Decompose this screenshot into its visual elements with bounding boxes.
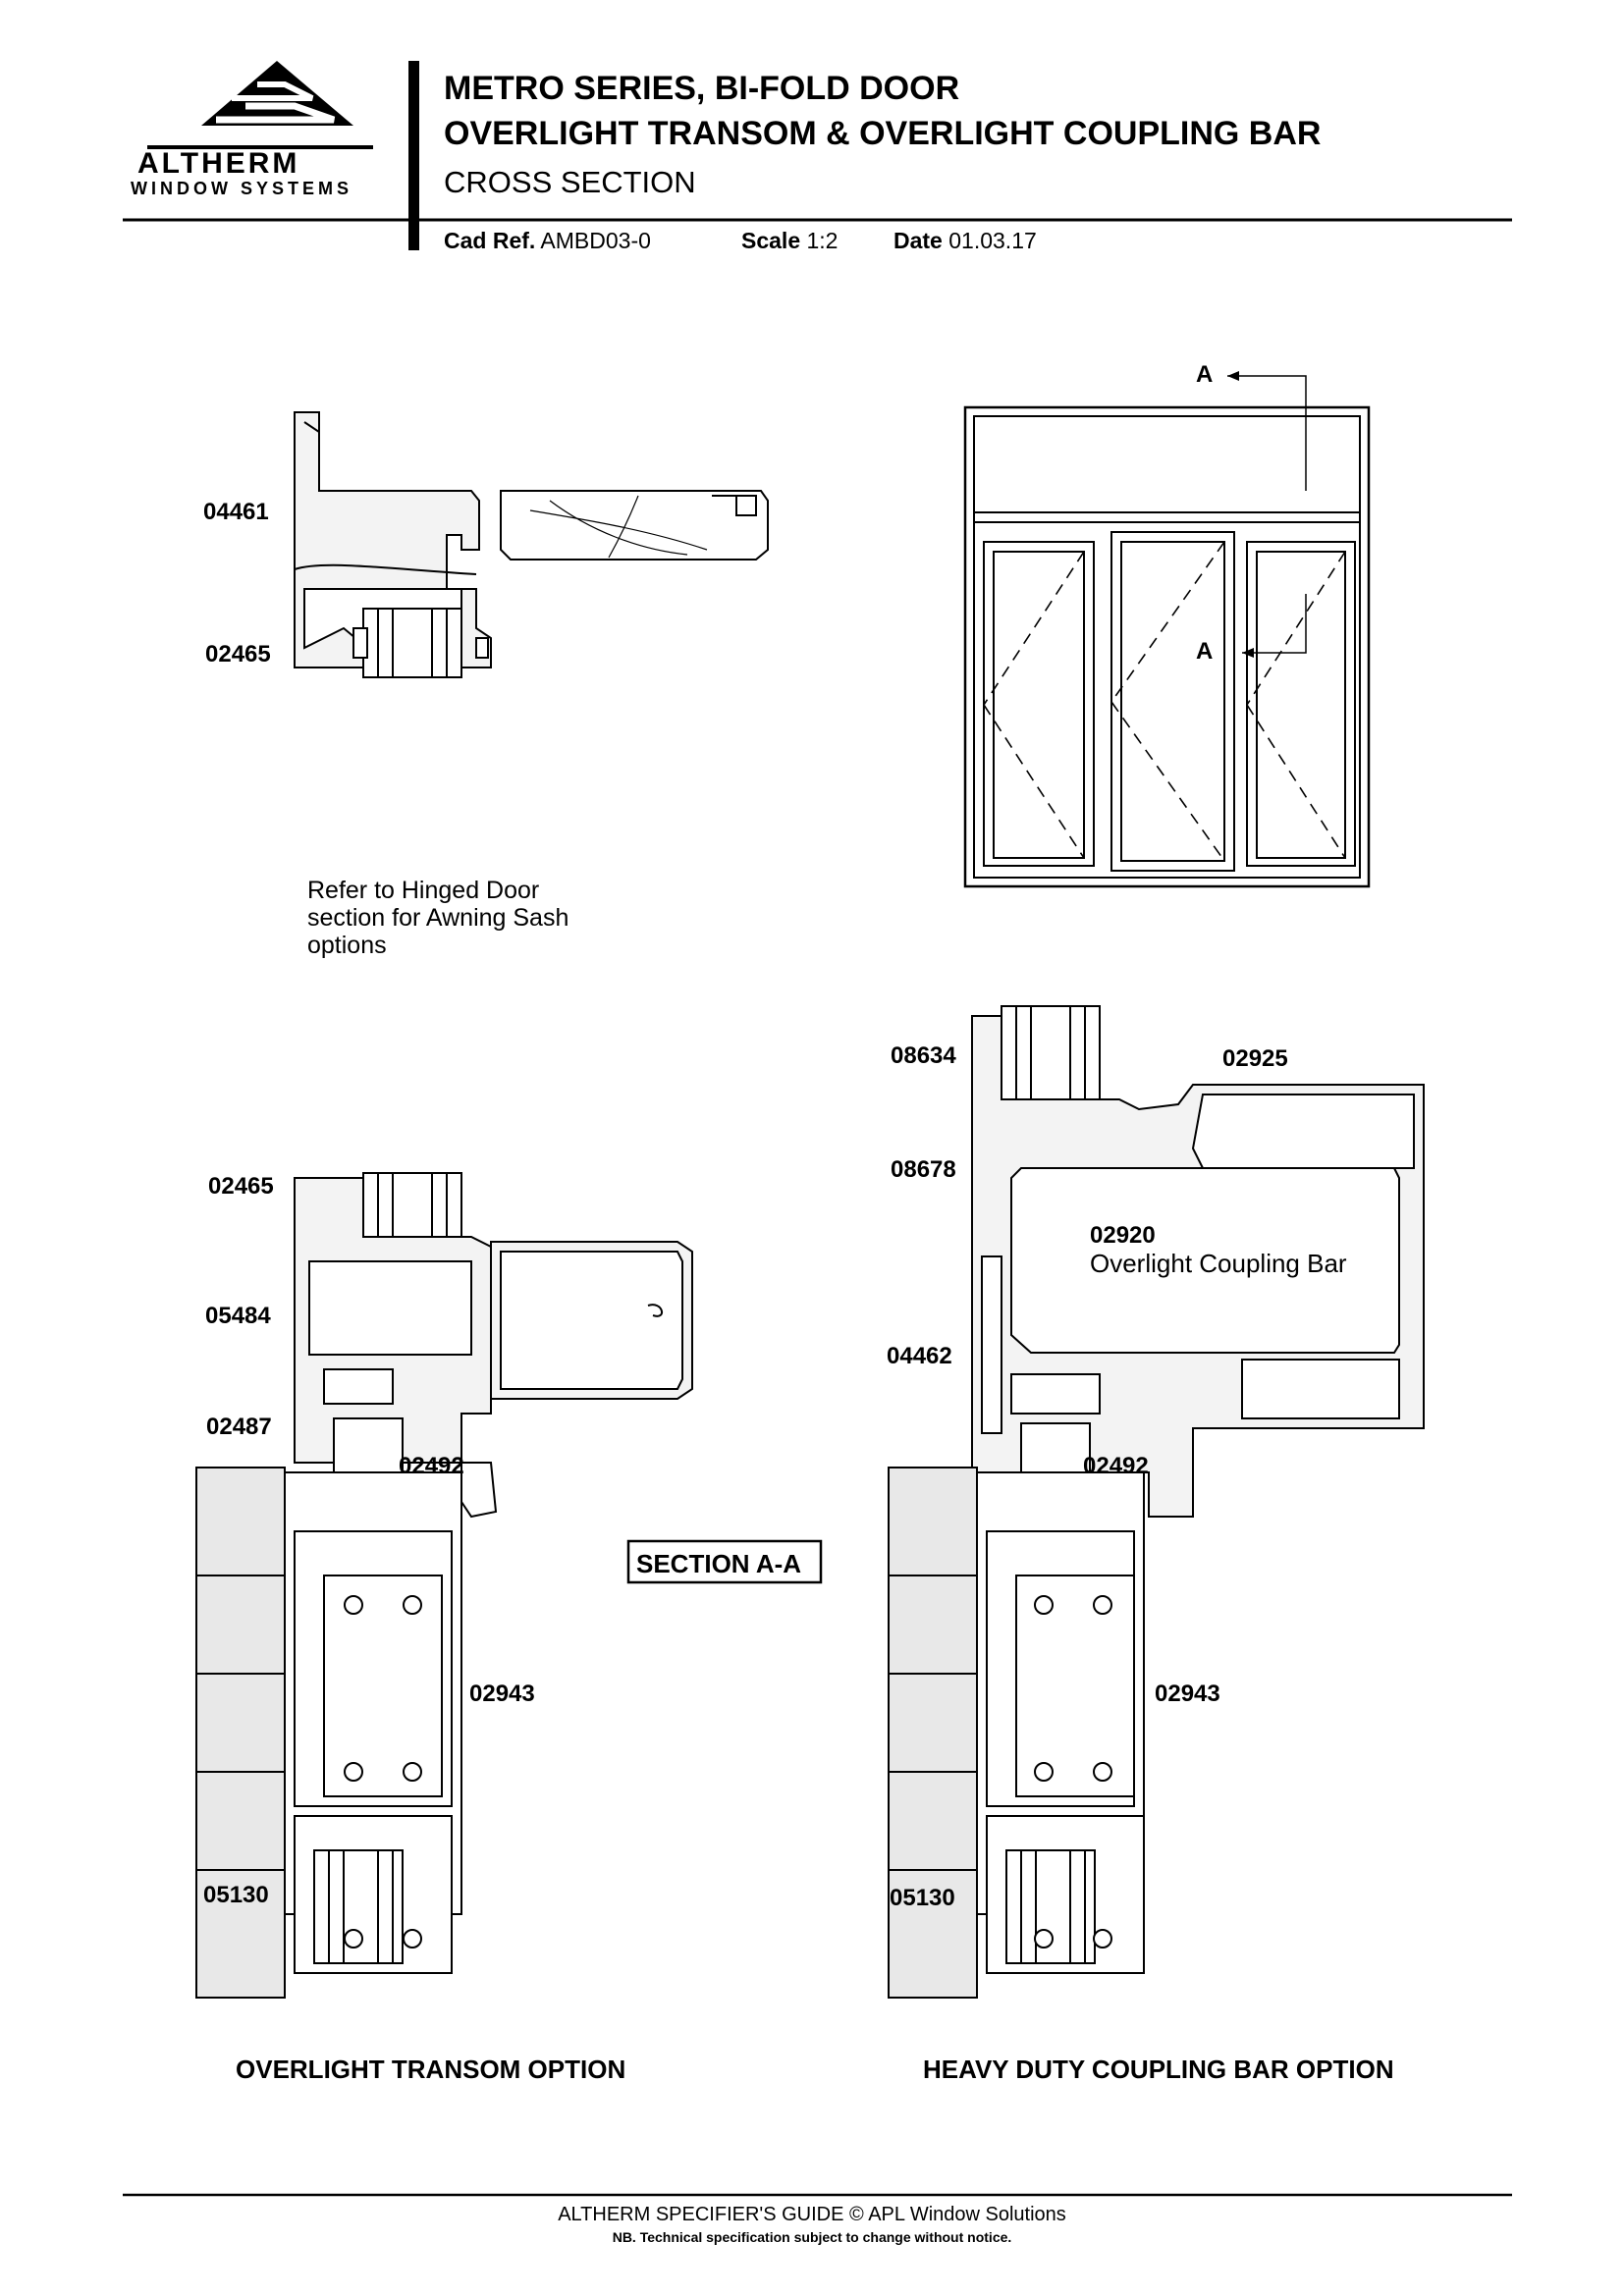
transom-option-drawing bbox=[195, 1172, 693, 1999]
header-vertical-bar bbox=[408, 61, 419, 250]
footer-guide: ALTHERM SPECIFIER'S GUIDE © APL Window S… bbox=[558, 2204, 1066, 2225]
altherm-logo-mark bbox=[147, 61, 373, 149]
part-label: 04462 bbox=[887, 1343, 952, 1369]
scale-value: 1:2 bbox=[806, 228, 839, 253]
part-label: 05130 bbox=[890, 1885, 955, 1911]
cad-ref-value: AMBD03-0 bbox=[540, 228, 651, 253]
logo-tagline: WINDOW SYSTEMS bbox=[131, 179, 352, 198]
door-elevation-drawing bbox=[963, 371, 1371, 888]
head-section-drawing bbox=[294, 411, 769, 678]
note-line: options bbox=[307, 932, 387, 959]
part-label: 08634 bbox=[891, 1042, 956, 1069]
title-line-2: OVERLIGHT TRANSOM & OVERLIGHT COUPLING B… bbox=[444, 115, 1322, 152]
date-value: 01.03.17 bbox=[948, 228, 1037, 253]
part-label: 05130 bbox=[203, 1882, 269, 1908]
cad-ref-label: Cad Ref. bbox=[444, 228, 536, 253]
part-label: 02465 bbox=[208, 1173, 274, 1200]
scale-label: Scale bbox=[741, 228, 801, 253]
part-label: 02487 bbox=[206, 1414, 272, 1440]
part-label: 08678 bbox=[891, 1156, 956, 1183]
note-line: Refer to Hinged Door bbox=[307, 877, 540, 904]
date-label: Date bbox=[893, 228, 943, 253]
section-marker-top: A bbox=[1196, 361, 1214, 388]
part-label: 02920 bbox=[1090, 1222, 1156, 1249]
subtitle: CROSS SECTION bbox=[444, 165, 696, 199]
footer-disclaimer: NB. Technical specification subject to c… bbox=[612, 2229, 1012, 2245]
scale: Scale 1:2 bbox=[741, 228, 838, 254]
date: Date 01.03.17 bbox=[893, 228, 1037, 254]
coupling-bar-name: Overlight Coupling Bar bbox=[1090, 1249, 1347, 1278]
part-label: 02492 bbox=[399, 1453, 464, 1479]
part-label: 05484 bbox=[205, 1303, 271, 1329]
part-label: 02943 bbox=[1155, 1681, 1220, 1707]
note-line: section for Awning Sash bbox=[307, 904, 569, 932]
coupling-option-caption: HEAVY DUTY COUPLING BAR OPTION bbox=[923, 2055, 1394, 2084]
part-label: 02465 bbox=[205, 641, 271, 667]
cad-ref: Cad Ref. AMBD03-0 bbox=[444, 228, 651, 254]
transom-option-caption: OVERLIGHT TRANSOM OPTION bbox=[236, 2055, 626, 2084]
logo-brand: ALTHERM bbox=[137, 147, 300, 180]
section-marker-bottom: A bbox=[1196, 638, 1214, 665]
part-label: 04461 bbox=[203, 499, 269, 525]
section-a-a-label: SECTION A-A bbox=[636, 1549, 802, 1578]
part-label: 02492 bbox=[1083, 1453, 1149, 1479]
part-label: 02925 bbox=[1222, 1045, 1288, 1072]
section-label-box bbox=[626, 1539, 823, 1584]
part-label: 02943 bbox=[469, 1681, 535, 1707]
coupling-bar-option-drawing bbox=[888, 1005, 1425, 1999]
title-line-1: METRO SERIES, BI-FOLD DOOR bbox=[444, 70, 960, 107]
